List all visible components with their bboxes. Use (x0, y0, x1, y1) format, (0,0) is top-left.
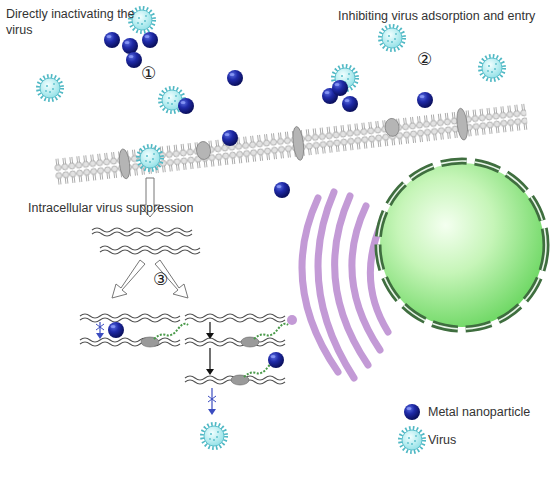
callout-number: ② (417, 50, 441, 68)
legend-sample-nanoparticle (404, 404, 420, 420)
legend-sample-virus (400, 428, 424, 452)
callout-number: ① (141, 64, 165, 82)
callout-number: ③ (153, 270, 177, 288)
step-label: Intracellular virus suppression (28, 200, 228, 216)
legend-text: Metal nanoparticle (428, 404, 548, 420)
endoplasmic-reticulum (302, 192, 388, 378)
legend-text: Virus (428, 432, 548, 448)
step-label: Inhibiting virus adsorption and entry (338, 8, 543, 24)
cell-membrane (53, 100, 529, 189)
step-label: Directly inactivating the virus (6, 6, 138, 38)
